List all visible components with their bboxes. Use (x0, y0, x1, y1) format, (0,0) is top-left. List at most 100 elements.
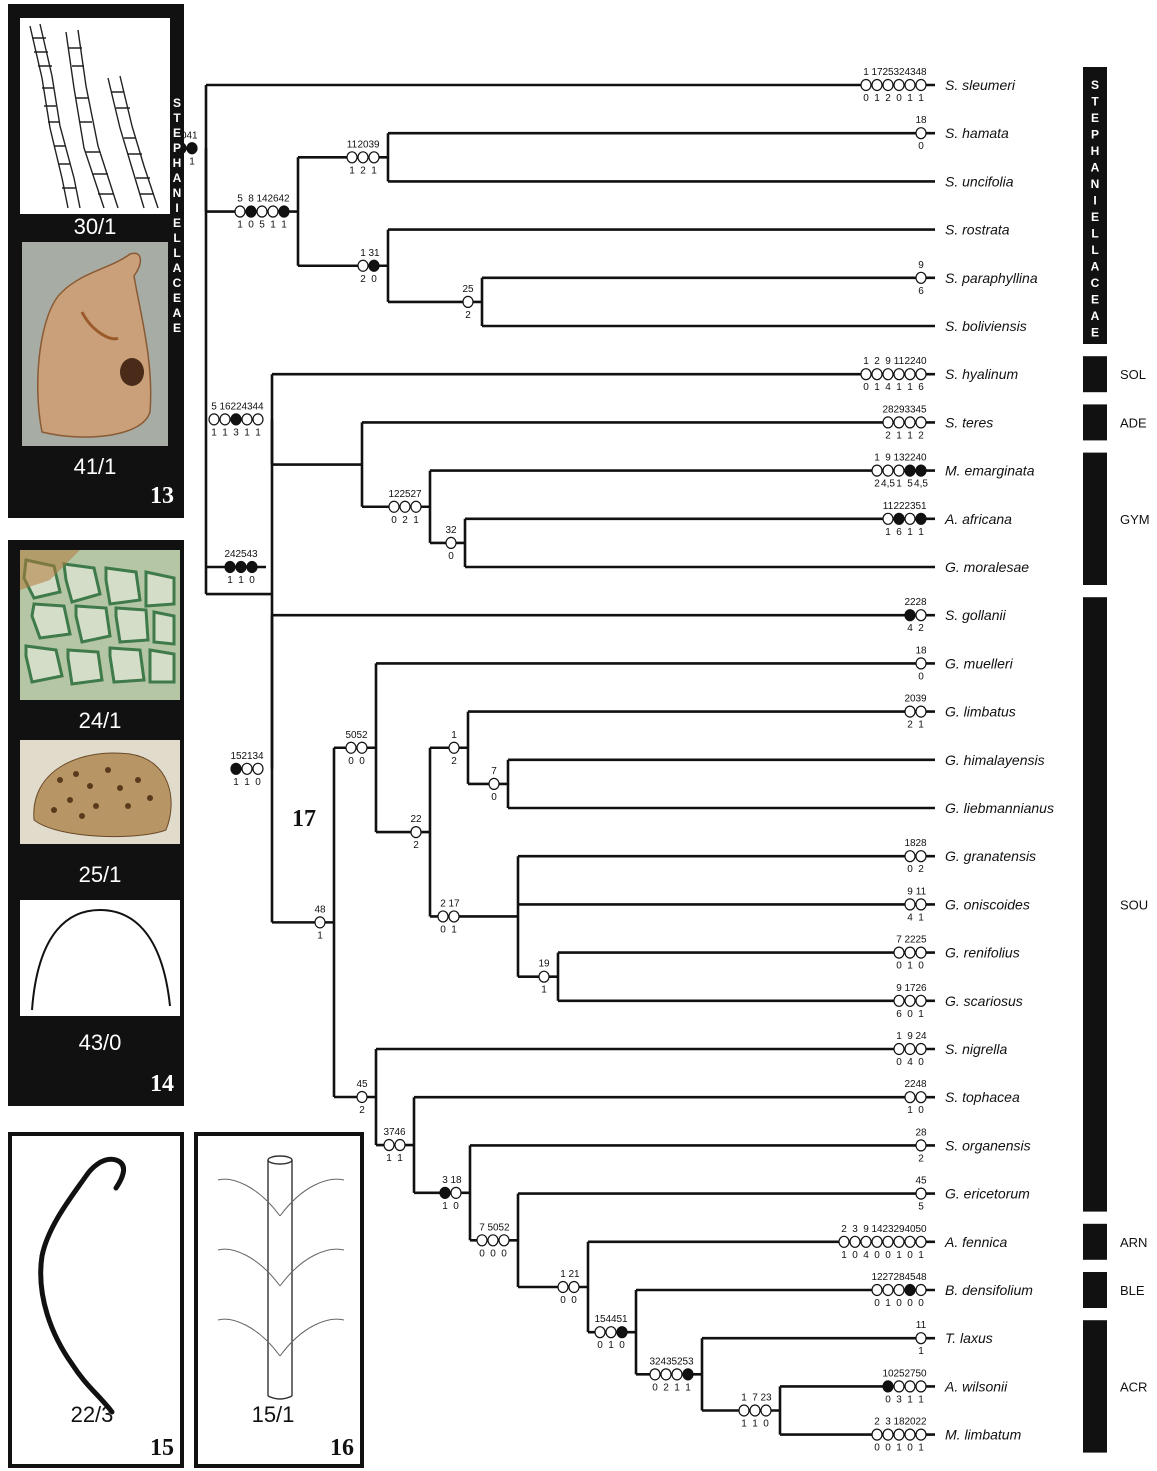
character-number: 18 (904, 838, 916, 849)
character-number: 3 (885, 1417, 891, 1428)
character-state: 0 (918, 961, 924, 972)
character-number: 28 (893, 1272, 905, 1283)
character-number: 11 (347, 139, 358, 150)
character-number: 26 (915, 983, 927, 994)
character-number: 3 (442, 1175, 448, 1186)
character-number: 28 (882, 404, 894, 415)
panel-14-caption-2: 25/1 (20, 862, 180, 888)
taxon-name: G. himalayensis (945, 752, 1045, 768)
character-state: 2 (360, 274, 366, 285)
character-number: 22 (410, 814, 422, 825)
taxon-name: S. hamata (945, 125, 1009, 141)
character-state: 1 (255, 427, 261, 438)
character-state: 0 (571, 1295, 577, 1306)
taxon-name: S. hyalinum (945, 366, 1018, 382)
character-number: 50 (915, 1224, 927, 1235)
character-state-marker (861, 80, 871, 91)
character-number: 2 (440, 898, 446, 909)
stem-drawing (198, 1136, 360, 1436)
character-state: 1 (233, 777, 239, 788)
character-number: 3 (852, 1224, 858, 1235)
vertical-letter: C (170, 276, 184, 291)
character-state-marker (661, 1369, 671, 1380)
character-state: 1 (227, 575, 233, 586)
character-number: 27 (410, 489, 422, 500)
character-state-marker (916, 610, 926, 621)
character-state-marker (916, 658, 926, 669)
panel-15-caption: 22/3 (12, 1402, 172, 1428)
character-state: 0 (885, 1443, 891, 1454)
character-state-marker (872, 1429, 882, 1440)
character-state-marker (861, 1236, 871, 1247)
vertical-letter: S (170, 96, 184, 111)
taxon-name: G. oniscoides (945, 896, 1030, 912)
character-state: 1 (907, 1105, 913, 1116)
character-number: 1 (863, 356, 869, 367)
panel-13: 30/1 41/1 STEPHANIELLACEAE 13 (8, 4, 184, 518)
character-state-marker (905, 1092, 915, 1103)
character-state-marker (268, 206, 278, 217)
character-state-marker (905, 513, 915, 524)
character-state-marker (449, 742, 459, 753)
group-bar-letter: C (1091, 276, 1100, 290)
character-state-marker (253, 763, 263, 774)
taxon-name: S. boliviensis (945, 318, 1027, 334)
character-number: 14 (256, 194, 268, 205)
group-label: ACR (1120, 1379, 1147, 1394)
character-number: 25 (399, 489, 411, 500)
vertical-letter: E (170, 216, 184, 231)
character-number: 16 (219, 401, 231, 412)
character-state: 1 (918, 912, 924, 923)
character-state-marker (358, 260, 368, 271)
character-number: 40 (915, 356, 927, 367)
group-label: SOU (1120, 897, 1148, 912)
taxon-name: S. nigrella (945, 1041, 1007, 1057)
character-number: 23 (904, 501, 916, 512)
character-state-marker (872, 465, 882, 476)
vertical-letter: T (170, 111, 184, 126)
character-state: 0 (763, 1419, 769, 1430)
character-number: 7 (491, 766, 497, 777)
character-number: 1 (896, 1031, 902, 1042)
panel-14-caption-3: 43/0 (20, 1030, 180, 1056)
character-state: 0 (501, 1248, 507, 1259)
character-number: 22 (230, 401, 242, 412)
group-bar (1083, 597, 1107, 1211)
taxon-name: A. africana (944, 511, 1012, 527)
character-number: 29 (893, 404, 905, 415)
taxon-name: M. limbatum (945, 1427, 1022, 1443)
character-state: 0 (255, 777, 261, 788)
character-state-marker (916, 706, 926, 717)
character-state-marker (761, 1405, 771, 1416)
character-state: 3 (896, 1394, 902, 1405)
character-state: 0 (874, 1250, 880, 1261)
vertical-letter: H (170, 156, 184, 171)
character-state-marker (916, 128, 926, 139)
character-state-marker (558, 1281, 568, 1292)
character-state: 0 (874, 1443, 880, 1454)
figure-14-label: 14 (150, 1071, 174, 1098)
character-state-marker (894, 1381, 904, 1392)
group-bar-letter: A (1091, 161, 1100, 175)
character-number: 18 (450, 1175, 462, 1186)
character-state-marker (916, 1044, 926, 1055)
character-state-marker (606, 1327, 616, 1338)
character-state-marker (916, 272, 926, 283)
character-number: 18 (915, 645, 927, 656)
group-bar-letter: N (1091, 177, 1100, 191)
character-state: 0 (896, 961, 902, 972)
character-state-marker (916, 465, 926, 476)
character-number: 23 (760, 1393, 772, 1404)
character-state: 0 (560, 1295, 566, 1306)
taxon-name: S. organensis (945, 1137, 1031, 1153)
character-state: 0 (249, 575, 255, 586)
panel-13-caption-top: 30/1 (20, 214, 170, 240)
character-state-marker (357, 742, 367, 753)
character-state-marker (242, 414, 252, 425)
character-state: 4 (885, 382, 891, 393)
character-number: 32 (445, 525, 457, 536)
character-state: 1 (896, 382, 902, 393)
taxon-name: S. uncifolia (945, 173, 1014, 189)
taxon-name: G. liebmannianus (945, 800, 1054, 816)
taxon-name: M. emarginata (945, 463, 1035, 479)
